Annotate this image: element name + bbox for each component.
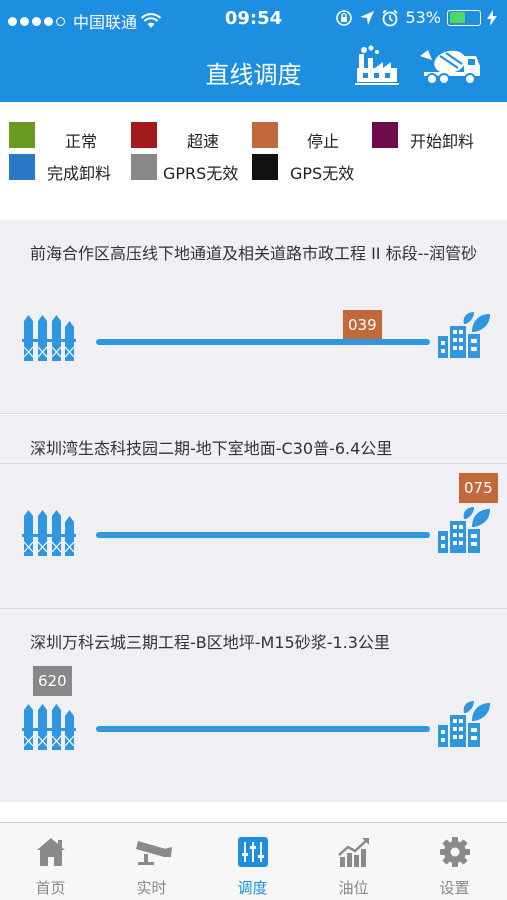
signal-strength-icon — [8, 16, 65, 26]
truck-marker[interactable]: 039 — [343, 310, 382, 340]
legend-swatch — [372, 122, 398, 148]
construction-site-icon — [438, 701, 490, 747]
legend-label: GPRS无效 — [163, 164, 239, 183]
home-icon — [36, 838, 65, 866]
tab-settings[interactable]: 设置 — [404, 823, 505, 900]
route-line — [96, 339, 430, 345]
camera-icon — [135, 841, 172, 865]
divider — [0, 463, 507, 464]
tab-realtime[interactable]: 实时 — [101, 823, 202, 900]
legend-item-speeding — [131, 122, 157, 148]
battery-icon — [447, 9, 481, 26]
legend-label: 开始卸料 — [410, 132, 475, 151]
spacer — [0, 184, 507, 220]
orientation-lock-icon — [336, 9, 353, 26]
legend-swatch — [9, 122, 35, 148]
tab-dispatch[interactable]: 调度 — [202, 823, 303, 900]
mixing-plant-icon — [22, 510, 76, 556]
wifi-icon — [141, 13, 162, 28]
legend-item-stopped — [252, 122, 278, 148]
construction-site-icon — [438, 507, 490, 553]
divider — [0, 608, 507, 609]
legend-item-unloading-done — [9, 154, 35, 180]
spacer — [0, 802, 507, 822]
construction-site-icon — [438, 312, 490, 358]
nav-bar: 直线调度 — [0, 40, 507, 102]
status-right: 53% — [335, 8, 497, 27]
status-bar: 中国联通 09:54 53% — [0, 0, 507, 40]
truck-id: 039 — [348, 316, 377, 334]
tab-home[interactable]: 首页 — [0, 823, 101, 900]
tab-label: 实时 — [136, 879, 167, 897]
route-card[interactable]: 深圳万科云城三期工程-B区地坪-M15砂浆-1.3公里 620 — [0, 609, 507, 802]
page-title: 直线调度 — [205, 61, 302, 89]
route-title: 前海合作区高压线下地通道及相关道路市政工程 II 标段--润管砂 — [30, 244, 478, 263]
divider — [0, 414, 507, 415]
fuel-chart-icon — [337, 838, 369, 867]
clock: 09:54 — [224, 8, 283, 29]
legend-swatch — [131, 154, 157, 180]
legend-item-gps-invalid — [252, 154, 278, 180]
concrete-mixer-truck-icon — [420, 50, 480, 85]
alarm-icon — [382, 9, 399, 26]
route-title: 深圳万科云城三期工程-B区地坪-M15砂浆-1.3公里 — [30, 633, 390, 652]
route-line — [96, 532, 430, 538]
tab-label: 首页 — [35, 879, 66, 897]
legend-swatch — [9, 154, 35, 180]
factory-button[interactable] — [355, 44, 399, 88]
dispatch-sliders-icon — [237, 837, 268, 867]
legend-label: 停止 — [307, 132, 340, 151]
legend-swatch — [131, 122, 157, 148]
factory-icon — [355, 45, 399, 85]
legend-item-gprs-invalid — [131, 154, 157, 180]
legend-label: 正常 — [65, 132, 98, 151]
truck-id: 075 — [464, 479, 493, 497]
mixing-plant-icon — [22, 704, 76, 750]
legend-swatch — [252, 154, 278, 180]
carrier-info: 中国联通 — [8, 9, 162, 33]
divider — [0, 413, 507, 414]
location-arrow-icon — [360, 10, 375, 25]
route-card[interactable]: 前海合作区高压线下地通道及相关道路市政工程 II 标段--润管砂 039 — [0, 220, 507, 413]
truck-id: 620 — [38, 672, 67, 690]
route-card[interactable]: 深圳湾生态科技园二期-地下室地面-C30普-6.4公里 075 — [0, 415, 507, 608]
tab-fuel[interactable]: 油位 — [303, 823, 404, 900]
tab-label: 设置 — [439, 879, 470, 897]
route-title: 深圳湾生态科技园二期-地下室地面-C30普-6.4公里 — [30, 439, 393, 458]
mixing-plant-icon — [22, 315, 76, 361]
mixer-truck-button[interactable] — [418, 46, 480, 86]
legend-item-unloading-start — [372, 122, 398, 148]
charging-bolt-icon — [487, 9, 497, 26]
legend-label: 完成卸料 — [47, 164, 112, 183]
legend-label: 超速 — [187, 132, 220, 151]
legend-item-normal — [9, 122, 35, 148]
battery-percent: 53% — [405, 8, 441, 27]
status-legend: 正常 超速 停止 开始卸料 完成卸料 GPRS无效 GPS无效 — [0, 102, 507, 184]
legend-label: GPS无效 — [290, 164, 355, 183]
truck-marker[interactable]: 620 — [33, 666, 72, 696]
route-line — [96, 726, 430, 732]
tab-label: 油位 — [338, 879, 369, 897]
gear-icon — [439, 837, 470, 867]
tab-label: 调度 — [237, 879, 268, 897]
truck-marker[interactable]: 075 — [459, 473, 498, 503]
carrier-name: 中国联通 — [73, 13, 138, 32]
legend-swatch — [252, 122, 278, 148]
tab-bar: 首页 实时 调度 — [0, 822, 507, 900]
